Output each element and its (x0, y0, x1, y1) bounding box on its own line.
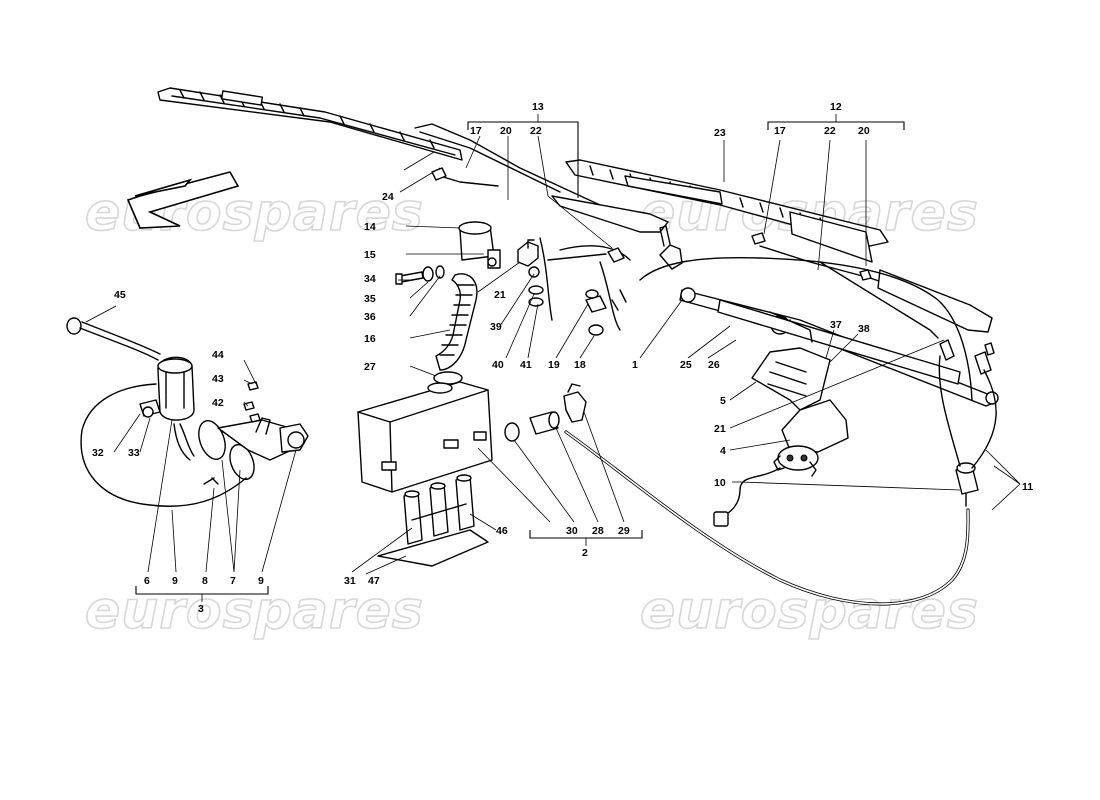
callout-11: 11 (1022, 481, 1033, 493)
reservoir-pump (504, 383, 587, 442)
callout-35: 35 (364, 293, 376, 305)
reservoir-filler (433, 221, 501, 385)
callout-20a: 20 (500, 125, 512, 137)
callout-17b: 17 (774, 125, 786, 137)
callout-25: 25 (680, 359, 692, 371)
callout-6: 6 (144, 575, 150, 587)
motor-cable (713, 467, 781, 527)
callout-44: 44 (212, 349, 224, 361)
callout-21a: 21 (494, 289, 506, 301)
callout-40: 40 (492, 359, 504, 371)
callout-8: 8 (202, 575, 208, 587)
callout-7: 7 (230, 575, 236, 587)
left-wiper-blade (157, 87, 463, 161)
callout-39: 39 (490, 321, 502, 333)
callout-38: 38 (858, 323, 870, 335)
bracket-13 (467, 121, 579, 198)
watermark-bottom-right: eurospares (640, 581, 979, 641)
callout-9b: 9 (258, 575, 264, 587)
callout-31: 31 (344, 575, 356, 587)
callout-9a: 9 (172, 575, 178, 587)
callout-17a: 17 (470, 125, 482, 137)
callout-46: 46 (496, 525, 508, 537)
washer-nozzle-fittings (517, 237, 625, 336)
callout-2: 2 (582, 547, 588, 559)
leader-lines (85, 135, 1021, 575)
screw-washer-set (395, 265, 445, 285)
right-wiper-blade (565, 159, 889, 263)
group-brackets (135, 114, 905, 602)
bracket-12 (767, 121, 905, 130)
callout-34: 34 (364, 273, 376, 285)
watermark-top-left: eurospares (85, 183, 424, 243)
front-arrow-icon (126, 171, 240, 229)
callout-42: 42 (212, 397, 224, 409)
callout-19: 19 (548, 359, 560, 371)
horn-icon (139, 356, 309, 481)
watermark-group: eurospares eurospares eurospares eurospa… (84, 182, 979, 642)
callout-4: 4 (720, 445, 726, 457)
callout-20b: 20 (858, 125, 870, 137)
callout-13: 13 (532, 101, 544, 113)
callout-5: 5 (720, 395, 726, 407)
callout-45: 45 (114, 289, 126, 301)
callout-36: 36 (364, 311, 376, 323)
callout-24: 24 (382, 191, 394, 203)
callout-18: 18 (574, 359, 586, 371)
callout-10: 10 (714, 477, 726, 489)
callout-labels: 13 12 17 20 22 23 17 22 20 24 14 15 34 3… (92, 101, 1033, 615)
callout-32: 32 (92, 447, 104, 459)
reservoir-bracket (377, 474, 489, 567)
callout-29: 29 (618, 525, 630, 537)
washer-hoses (559, 245, 997, 606)
callout-28: 28 (592, 525, 604, 537)
callout-47: 47 (368, 575, 380, 587)
callout-37: 37 (830, 319, 842, 331)
horn-wiring (66, 317, 247, 507)
right-wiper-arm (751, 232, 993, 339)
wiper-motor-icon (751, 347, 849, 477)
callout-14: 14 (364, 221, 376, 233)
callout-30: 30 (566, 525, 578, 537)
callout-41: 41 (520, 359, 532, 371)
callout-43: 43 (212, 373, 224, 385)
wiper-linkage (659, 225, 999, 407)
callout-26: 26 (708, 359, 720, 371)
callout-12: 12 (830, 101, 842, 113)
callout-22a: 22 (530, 125, 542, 137)
watermark-bottom-left: eurospares (85, 581, 424, 641)
callout-16: 16 (364, 333, 376, 345)
callout-1: 1 (632, 359, 638, 371)
callout-15: 15 (364, 249, 376, 261)
callout-27: 27 (364, 361, 376, 373)
callout-3: 3 (198, 603, 204, 615)
callout-33: 33 (128, 447, 140, 459)
callout-22b: 22 (824, 125, 836, 137)
callout-21b: 21 (714, 423, 726, 435)
callout-23: 23 (714, 127, 726, 139)
left-wiper-arm (414, 123, 669, 233)
washer-reservoir-icon (357, 381, 493, 493)
washer-pump (955, 462, 979, 507)
